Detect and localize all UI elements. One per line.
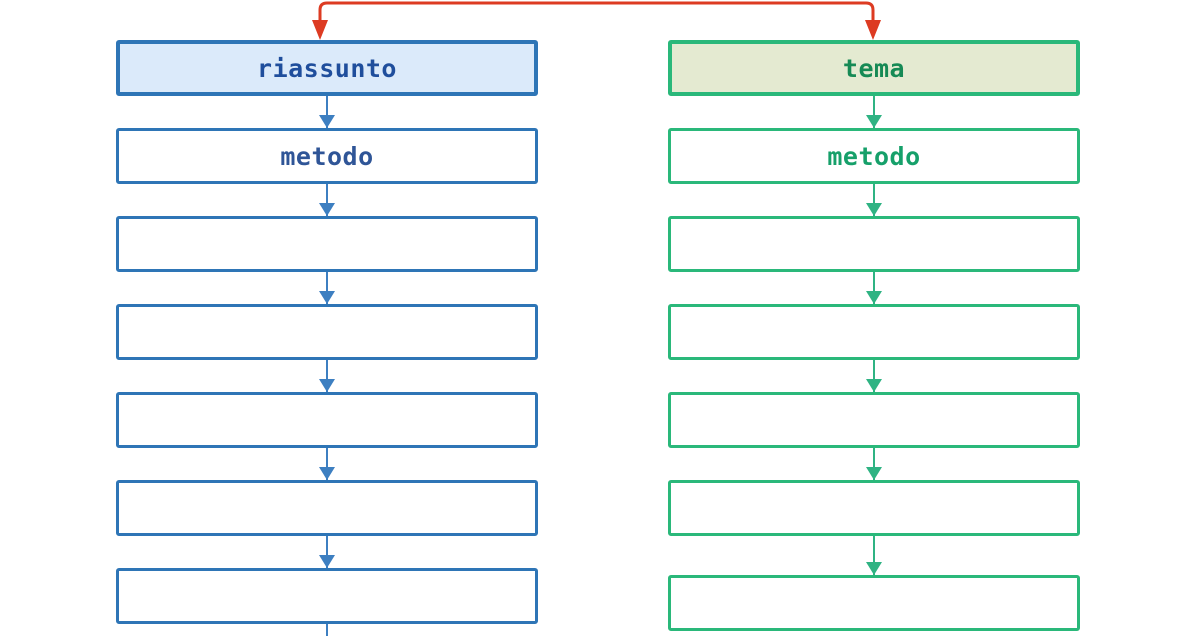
arrow-tema-6 xyxy=(863,536,885,575)
arrow-shaft xyxy=(873,272,875,304)
arrow-head xyxy=(866,203,882,216)
arrow-riassunto-4 xyxy=(316,360,338,392)
node-label: riassunto xyxy=(257,53,397,83)
arrow-shaft xyxy=(326,536,328,568)
arrow-shaft xyxy=(326,624,328,636)
arrow-shaft xyxy=(873,360,875,392)
arrow-tema-2 xyxy=(863,184,885,216)
arrow-shaft xyxy=(326,184,328,216)
arrow-shaft xyxy=(326,360,328,392)
arrow-riassunto-6 xyxy=(316,536,338,568)
arrow-head xyxy=(319,203,335,216)
arrow-shaft xyxy=(873,448,875,480)
connector-path xyxy=(318,1,875,32)
arrow-head xyxy=(866,467,882,480)
arrow-shaft xyxy=(326,96,328,128)
arrow-riassunto-1 xyxy=(316,96,338,128)
arrow-shaft xyxy=(873,536,875,575)
node-tema-5[interactable] xyxy=(668,392,1080,448)
arrow-head xyxy=(319,555,335,568)
arrow-head xyxy=(319,467,335,480)
arrow-tema-3 xyxy=(863,272,885,304)
connector-arrowhead-left xyxy=(312,20,328,40)
arrow-head xyxy=(866,291,882,304)
arrow-riassunto-5 xyxy=(316,448,338,480)
arrow-shaft xyxy=(873,184,875,216)
node-riassunto-header[interactable]: riassunto xyxy=(116,40,538,96)
node-tema-3[interactable] xyxy=(668,216,1080,272)
node-riassunto-metodo[interactable]: metodo xyxy=(116,128,538,184)
arrow-shaft xyxy=(326,448,328,480)
arrow-riassunto-3 xyxy=(316,272,338,304)
node-label: metodo xyxy=(827,141,921,171)
node-riassunto-3[interactable] xyxy=(116,216,538,272)
node-label: tema xyxy=(842,53,906,83)
arrow-head xyxy=(319,291,335,304)
arrow-head xyxy=(866,379,882,392)
node-tema-4[interactable] xyxy=(668,304,1080,360)
arrow-riassunto-2 xyxy=(316,184,338,216)
arrow-head xyxy=(866,115,882,128)
node-tema-metodo[interactable]: metodo xyxy=(668,128,1080,184)
node-riassunto-6[interactable] xyxy=(116,480,538,536)
arrow-head xyxy=(866,562,882,575)
arrow-tema-1 xyxy=(863,96,885,128)
arrow-head xyxy=(319,379,335,392)
node-riassunto-7[interactable] xyxy=(116,568,538,624)
node-tema-6[interactable] xyxy=(668,480,1080,536)
node-tema-7[interactable] xyxy=(668,575,1080,631)
arrow-shaft xyxy=(873,96,875,128)
node-label: metodo xyxy=(280,141,374,171)
connector-arrowhead-right xyxy=(865,20,881,40)
node-riassunto-4[interactable] xyxy=(116,304,538,360)
node-riassunto-5[interactable] xyxy=(116,392,538,448)
arrow-tema-4 xyxy=(863,360,885,392)
arrow-riassunto-7 xyxy=(316,624,338,636)
arrow-head xyxy=(319,115,335,128)
node-tema-header[interactable]: tema xyxy=(668,40,1080,96)
arrow-shaft xyxy=(326,272,328,304)
arrow-tema-5 xyxy=(863,448,885,480)
